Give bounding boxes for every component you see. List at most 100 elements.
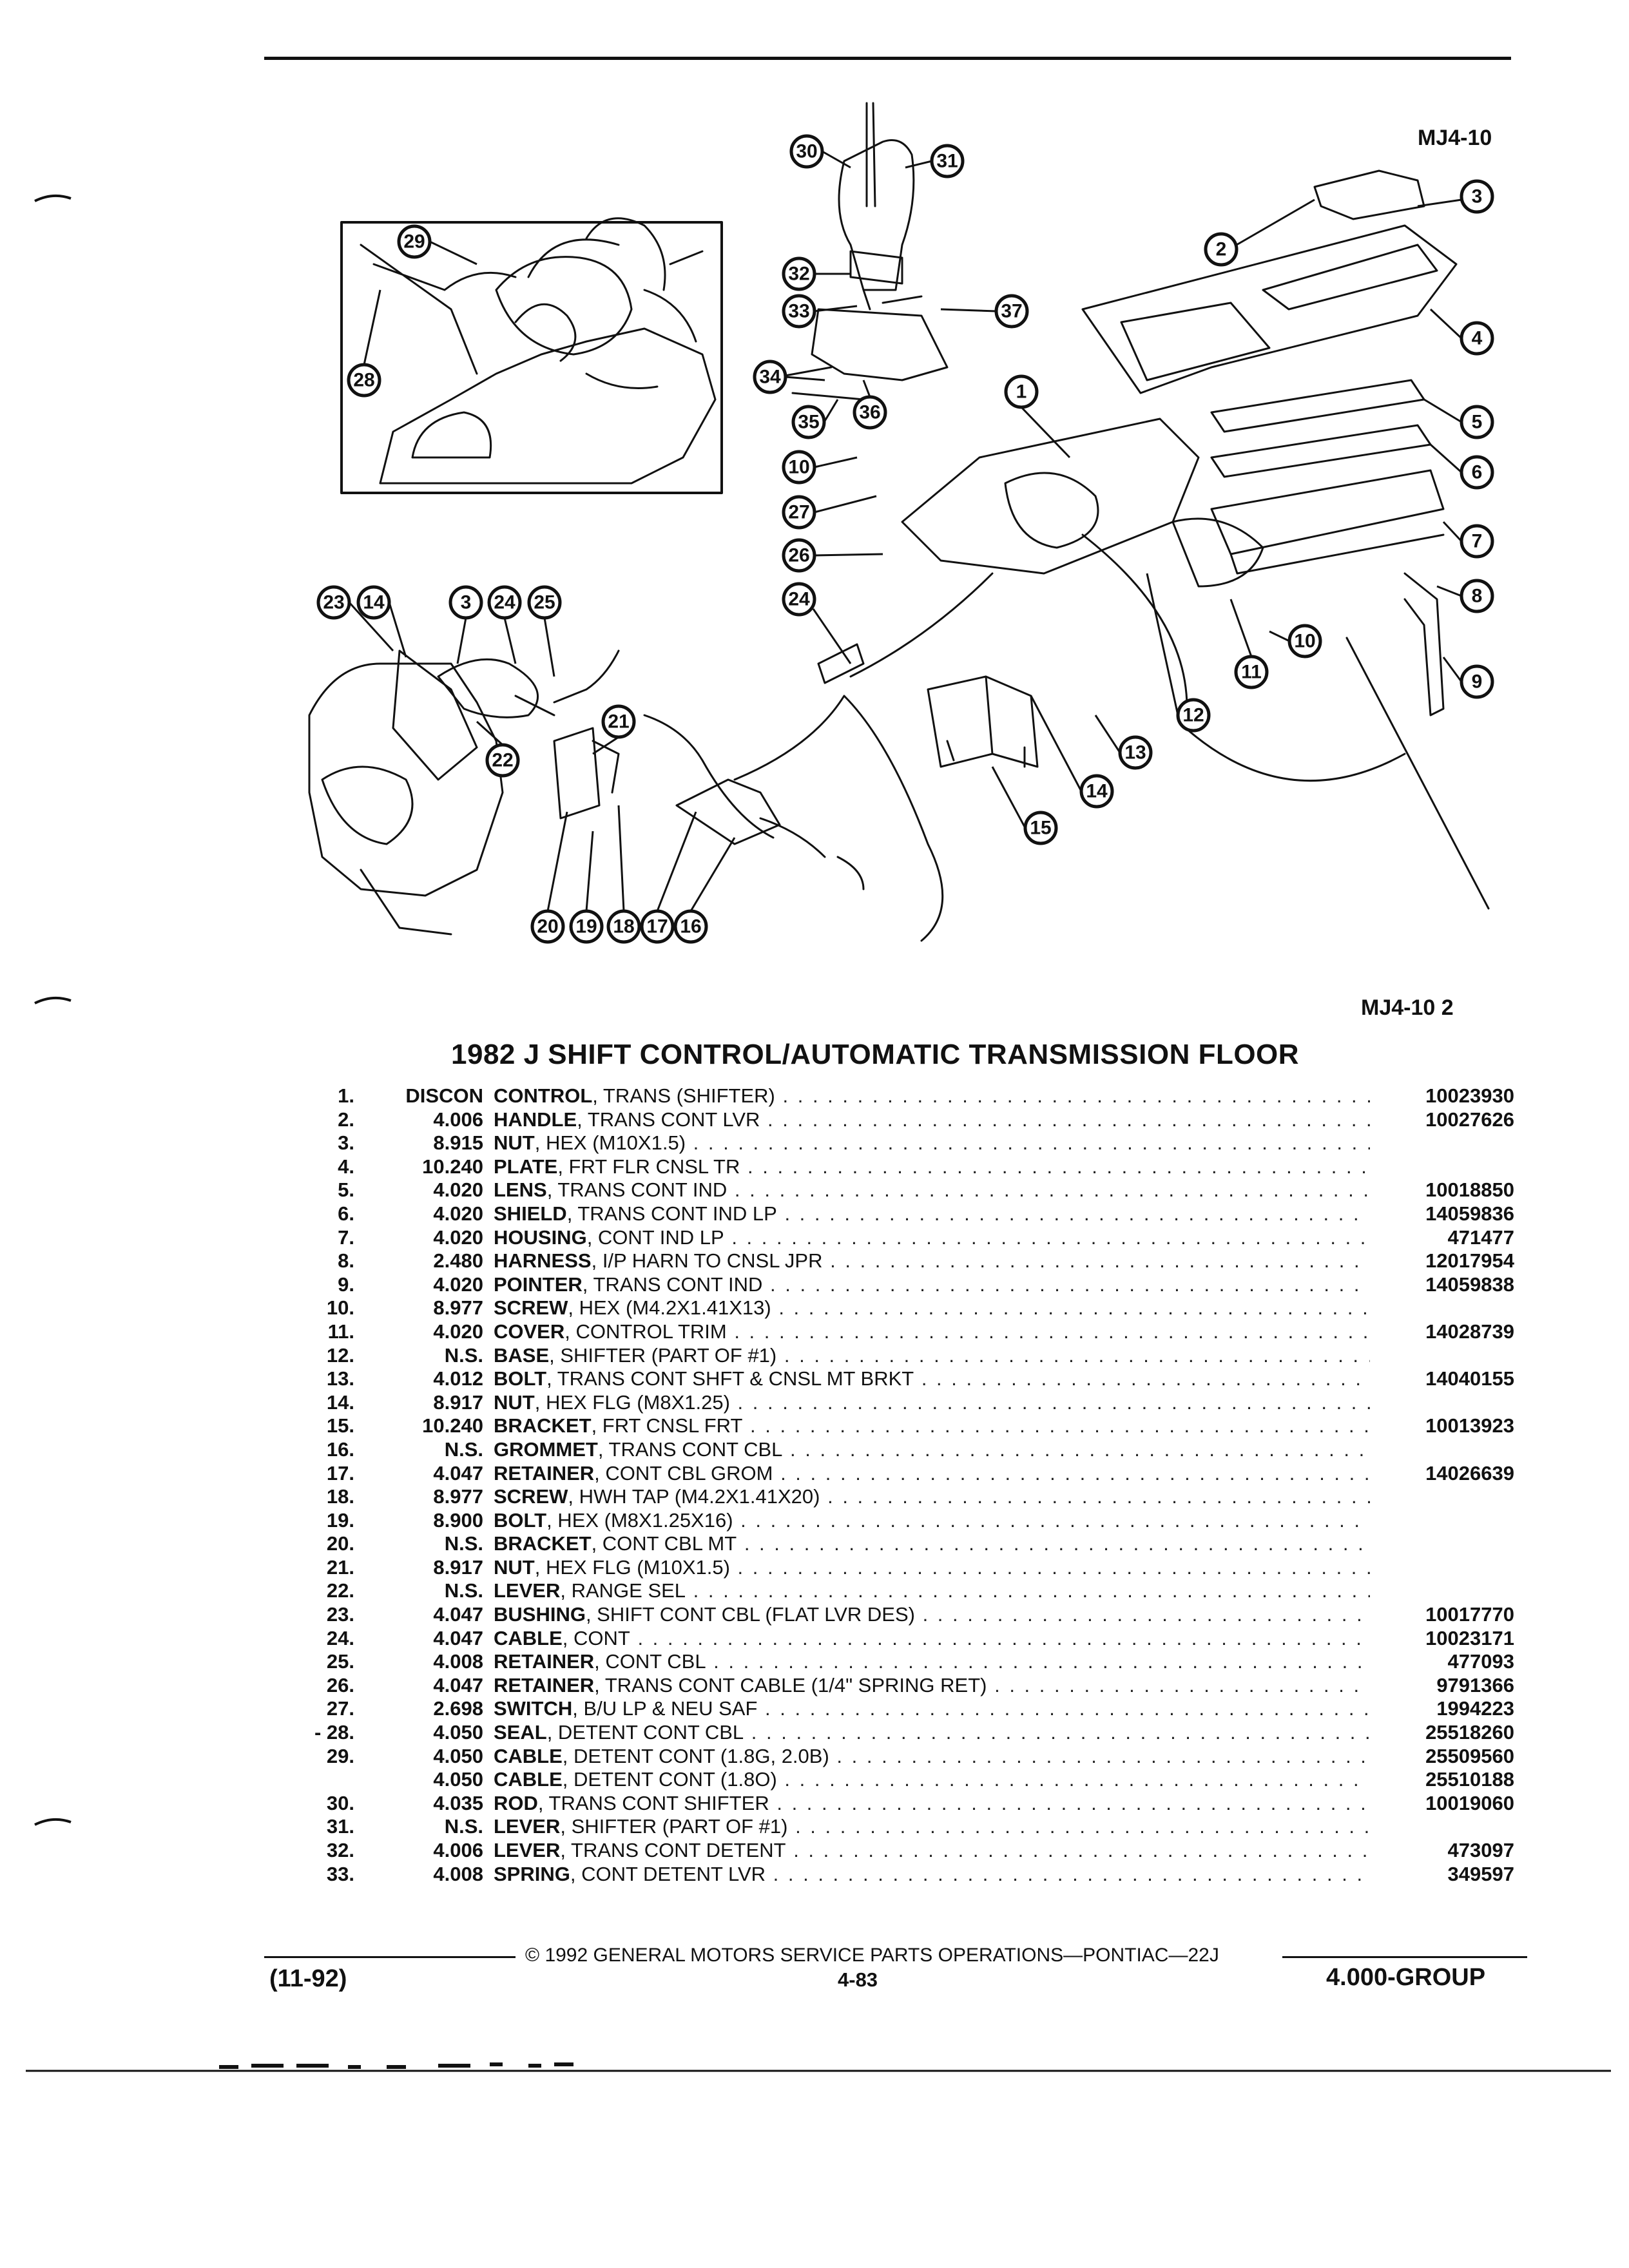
exploded-diagram: 30 31 32 33 37 34 35 36 10 27 26 24 1 2 … <box>308 102 1494 944</box>
svg-text:28: 28 <box>353 370 374 391</box>
part-catalog-number: 14040155 <box>1425 1367 1514 1390</box>
part-desc-detail: , HEX (M10X1.5) <box>534 1131 686 1155</box>
part-name: RETAINER <box>494 1673 595 1696</box>
part-name: HANDLE <box>494 1108 577 1131</box>
part-catalog-number: 10017770 <box>1425 1603 1514 1626</box>
svg-text:10: 10 <box>788 457 809 478</box>
cable-end-sketch <box>817 643 865 684</box>
svg-text:35: 35 <box>798 412 819 433</box>
callout-32: 32 <box>782 256 816 291</box>
svg-text:26: 26 <box>788 545 809 566</box>
callout-34: 34 <box>753 360 787 394</box>
part-number: 32. <box>326 1839 354 1861</box>
part-group: N.S. <box>444 1579 483 1602</box>
part-number: 1. <box>338 1084 354 1107</box>
callout-2: 2 <box>1204 232 1239 267</box>
margin-mark <box>34 1818 72 1826</box>
part-number: 31. <box>326 1815 354 1838</box>
part-catalog-number: 10019060 <box>1425 1791 1514 1814</box>
callout-23: 23 <box>316 585 351 620</box>
part-catalog-number: 25510188 <box>1425 1768 1514 1791</box>
leader-dots: . . . . . . . . . . . . . . . . . . . . … <box>751 1721 1370 1744</box>
part-name: LEVER <box>494 1815 561 1838</box>
leader-dots: . . . . . . . . . . . . . . . . . . . . … <box>637 1626 1370 1649</box>
part-description: BOLT, HEX (M8X1.25X16) . . . . . . . . .… <box>494 1509 1370 1533</box>
part-description: LEVER, SHIFTER (PART OF #1) . . . . . . … <box>494 1815 1370 1839</box>
part-name: CABLE <box>494 1768 563 1791</box>
part-number: 12. <box>326 1343 354 1367</box>
callout-14-right: 14 <box>1079 774 1114 809</box>
part-desc-detail: , DETENT CONT (1.8G, 2.0B) <box>562 1744 829 1767</box>
part-number: 3. <box>338 1131 354 1155</box>
part-name: BRACKET <box>494 1532 592 1555</box>
part-name: BUSHING <box>494 1603 586 1626</box>
svg-text:24: 24 <box>494 592 516 613</box>
svg-text:2: 2 <box>1216 239 1227 260</box>
part-number: 19. <box>326 1508 354 1532</box>
part-catalog-number: 1994223 <box>1436 1697 1514 1720</box>
part-catalog-number: 10023171 <box>1425 1626 1514 1649</box>
part-description: SHIELD, TRANS CONT IND LP . . . . . . . … <box>494 1202 1370 1226</box>
footer-group: 4.000-GROUP <box>1326 1964 1486 1991</box>
leader-dots: . . . . . . . . . . . . . . . . . . . . … <box>737 1390 1370 1414</box>
part-desc-detail: , TRANS CONT SHFT & CNSL MT BRKT <box>546 1367 914 1390</box>
transmission-sketch <box>308 662 504 936</box>
callout-10-lower: 10 <box>1287 624 1322 658</box>
svg-text:21: 21 <box>608 711 629 733</box>
part-number: 23. <box>326 1603 354 1626</box>
part-name: LEVER <box>494 1579 561 1602</box>
leader-dots: . . . . . . . . . . . . . . . . . . . . … <box>765 1697 1370 1720</box>
part-group: 4.020 <box>433 1320 483 1343</box>
part-number: 13. <box>326 1367 354 1390</box>
part-group: 8.917 <box>433 1390 483 1414</box>
callout-3-lower: 3 <box>448 585 483 620</box>
leader-dots: . . . . . . . . . . . . . . . . . . . . … <box>770 1273 1370 1296</box>
part-number: 4. <box>338 1155 354 1178</box>
part-description: BRACKET, CONT CBL MT . . . . . . . . . .… <box>494 1532 1370 1556</box>
part-number: 14. <box>326 1390 354 1414</box>
leader-dots: . . . . . . . . . . . . . . . . . . . . … <box>778 1296 1370 1320</box>
callout-16: 16 <box>673 909 708 944</box>
part-name: BRACKET <box>494 1414 592 1437</box>
part-description: GROMMET, TRANS CONT CBL . . . . . . . . … <box>494 1438 1370 1462</box>
part-desc-detail: , TRANS CONT CBL <box>597 1437 783 1461</box>
part-group: 4.047 <box>433 1603 483 1626</box>
part-name: SWITCH <box>494 1697 573 1720</box>
leader-dots: . . . . . . . . . . . . . . . . . . . . … <box>784 1202 1370 1225</box>
part-number: 2. <box>338 1108 354 1131</box>
leader-dots: . . . . . . . . . . . . . . . . . . . . … <box>693 1131 1370 1155</box>
leader-dots: . . . . . . . . . . . . . . . . . . . . … <box>740 1508 1370 1532</box>
inset-engine-sketch <box>360 217 717 485</box>
svg-text:3: 3 <box>1472 186 1483 207</box>
part-name: HARNESS <box>494 1249 592 1273</box>
callout-22: 22 <box>485 743 520 778</box>
shifter-base-sketch <box>901 418 1264 588</box>
part-name: LEVER <box>494 1839 561 1861</box>
part-number: 27. <box>326 1697 354 1720</box>
part-group: 4.006 <box>433 1108 483 1131</box>
callout-37: 37 <box>994 294 1029 329</box>
part-number: 9. <box>338 1273 354 1296</box>
part-description: CABLE, DETENT CONT (1.8O) . . . . . . . … <box>494 1768 1370 1792</box>
leader-dots: . . . . . . . . . . . . . . . . . . . . … <box>767 1108 1370 1131</box>
part-name: POINTER <box>494 1273 583 1296</box>
part-name: CONTROL <box>494 1084 593 1107</box>
svg-text:19: 19 <box>575 916 597 937</box>
part-desc-detail: , HEX FLG (M10X1.5) <box>534 1555 730 1579</box>
leader-dots: . . . . . . . . . . . . . . . . . . . . … <box>731 1225 1370 1249</box>
part-description: BASE, SHIFTER (PART OF #1) . . . . . . .… <box>494 1344 1370 1368</box>
figure-reference-top: MJ4-10 <box>1418 126 1492 150</box>
svg-text:5: 5 <box>1472 412 1483 433</box>
part-desc-detail: , TRANS CONT DETENT <box>560 1839 786 1861</box>
callout-17: 17 <box>640 909 675 944</box>
